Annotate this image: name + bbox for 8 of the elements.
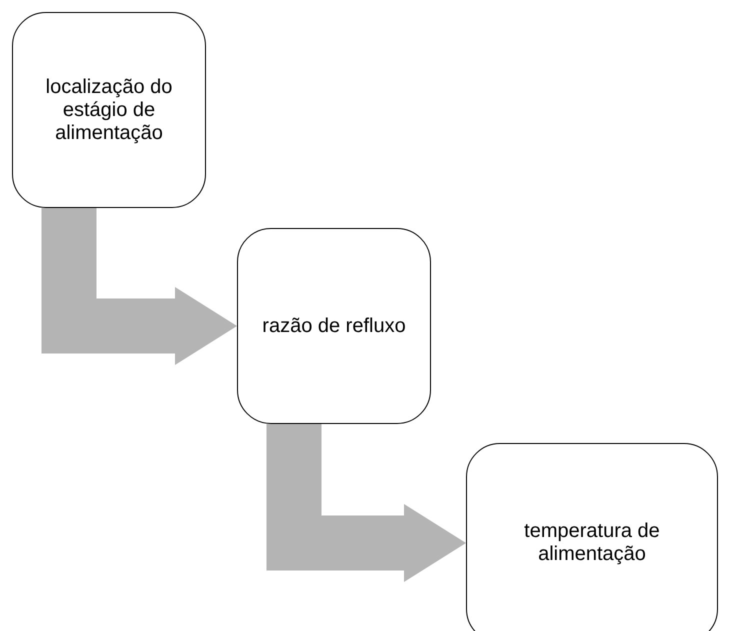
box-label: razão de refluxo — [262, 314, 406, 338]
process-box — [237, 228, 431, 424]
process-box — [12, 12, 206, 208]
process-box — [466, 443, 718, 631]
box-label: temperatura de alimentação — [523, 520, 661, 566]
bent-arrow — [266, 424, 466, 582]
bent-arrow — [42, 208, 237, 365]
box-label: localização do estágio de alimentação — [44, 76, 174, 144]
